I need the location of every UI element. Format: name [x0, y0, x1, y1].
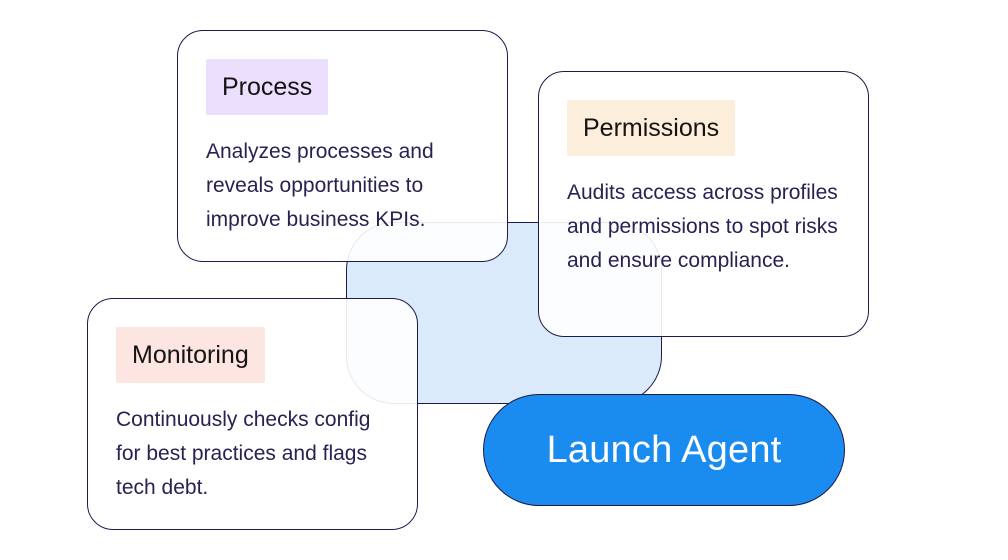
process-description: Analyzes processes and reveals opportuni…: [206, 140, 434, 231]
process-tag: Process: [206, 59, 329, 115]
launch-agent-button[interactable]: Launch Agent: [483, 394, 845, 506]
permissions-card: Permissions Audits access across profile…: [538, 71, 869, 337]
monitoring-card: Monitoring Continuously checks config fo…: [87, 298, 418, 530]
permissions-tag: Permissions: [567, 100, 736, 156]
monitoring-description: Continuously checks config for best prac…: [116, 408, 371, 499]
process-card: Process Analyzes processes and reveals o…: [177, 30, 508, 262]
permissions-description: Audits access across profiles and permis…: [567, 181, 838, 272]
monitoring-tag: Monitoring: [116, 327, 265, 383]
